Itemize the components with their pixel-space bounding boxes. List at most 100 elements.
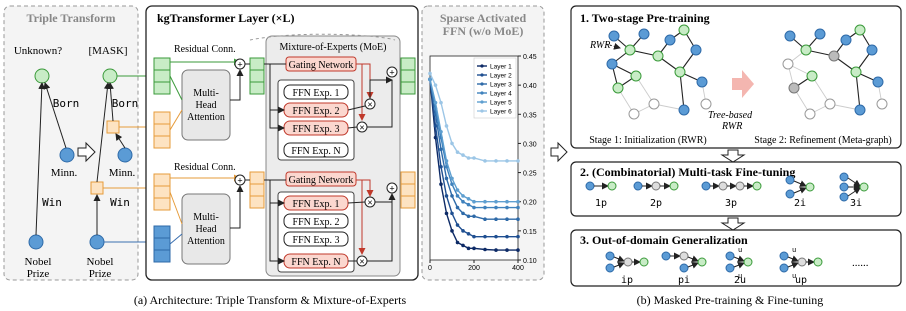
y-tick-label: 0.30: [523, 141, 537, 148]
data-point: [455, 150, 460, 154]
minn-node-left: [59, 147, 75, 163]
union-label: u: [792, 246, 796, 254]
task-node: [697, 257, 707, 267]
graph-node: [628, 108, 640, 120]
nobel-node-left: [28, 234, 44, 250]
token-stack-top-orange: [153, 111, 171, 149]
data-point: [483, 247, 487, 252]
chart-panel: Sparse Activated FFN (w/o MoE) 0.450.400…: [421, 5, 545, 281]
task-node: [785, 175, 795, 185]
tree-rwr-label-1: Tree-based: [708, 110, 753, 121]
task-node: [661, 251, 671, 261]
task-edge: [847, 187, 861, 197]
token-stack-out-top: [400, 57, 416, 95]
data-point: [461, 211, 465, 216]
task-edge: [687, 261, 699, 269]
chart-title-line1: Sparse Activated: [440, 11, 527, 25]
residual-label-top: Residual Conn.: [174, 44, 236, 55]
data-point: [494, 199, 498, 204]
legend-entry: Layer 6: [490, 109, 512, 116]
caption-a: (a) Architecture: Triple Transform & Mix…: [134, 293, 407, 307]
data-point: [466, 197, 471, 201]
finetune-panel: 2. (Combinatorial) Multi-task Fine-tunin…: [570, 161, 902, 217]
nobel-label-right-2: Prize: [89, 268, 112, 280]
data-point: [450, 194, 454, 198]
data-point: [439, 147, 443, 152]
mha-top-l3: Attention: [187, 112, 225, 123]
graph-node: [806, 70, 818, 82]
task-node: [752, 181, 762, 191]
task-edge: [687, 255, 699, 263]
data-point: [444, 176, 449, 181]
task-node: [585, 181, 595, 191]
section1-title: 1. Two-stage Pre-training: [580, 11, 710, 25]
graph-node: [674, 66, 686, 78]
graph-node: [696, 76, 708, 88]
minn-label-right: Minn.: [109, 167, 136, 179]
data-point: [461, 229, 465, 233]
data-point: [494, 205, 498, 210]
legend-marker: [480, 64, 484, 68]
stage-arrow-icon: [732, 70, 754, 98]
data-point: [466, 231, 471, 236]
token-stack-out-bottom: [400, 171, 416, 209]
graph-node: [648, 98, 660, 110]
data-point: [439, 164, 443, 169]
moe-title: Mixture-of-Experts (MoE): [280, 42, 387, 53]
graph-node: [788, 82, 800, 94]
data-point: [483, 234, 487, 239]
graph-node: [690, 44, 702, 56]
pretraining-panel: 1. Two-stage Pre-training RWR Tree-based…: [570, 5, 902, 149]
ffn-exp1-top: [283, 84, 349, 100]
y-tick-label: 0.15: [523, 229, 537, 236]
win-box: [90, 181, 104, 195]
ffn3-label-bottom: FFN Exp. 3: [293, 235, 340, 246]
task-label: 2u: [734, 275, 746, 286]
task-node: [605, 251, 615, 261]
triple-title: Triple Transform: [27, 11, 116, 25]
legend-marker: [480, 91, 484, 95]
data-point: [483, 199, 487, 204]
task-node: [859, 182, 869, 192]
token-stack-bottom-orange: [153, 173, 171, 211]
legend-marker: [480, 73, 484, 77]
graph-node: [608, 30, 620, 42]
data-point: [516, 217, 520, 221]
mha-bottom-l2: Head: [195, 224, 216, 235]
stage2-graph: [782, 24, 888, 120]
add-circle-top-out: [386, 66, 398, 78]
data-point: [455, 188, 460, 192]
data-point: [455, 194, 460, 198]
data-point: [439, 182, 443, 187]
stage2-label: Stage 2: Refinement (Meta-graph): [754, 135, 891, 146]
legend-entry: Layer 2: [490, 73, 512, 80]
data-point: [516, 234, 520, 239]
task-node: [779, 251, 789, 261]
stage1-label: Stage 1: Initialization (RWR): [589, 135, 706, 146]
data-point: [466, 156, 471, 160]
mask-label: [MASK]: [88, 45, 127, 57]
ffnN-label-top: FFN Exp. N: [291, 146, 340, 157]
graph-node: [854, 104, 866, 116]
task-node: [639, 257, 649, 267]
graph-node: [804, 108, 816, 120]
unknown-label: Unknown?: [14, 45, 62, 57]
data-point: [505, 205, 509, 210]
x-tick-label: 400: [512, 265, 524, 272]
task-node: [607, 181, 617, 191]
task-node: [701, 181, 711, 191]
task-label: 3p: [725, 198, 737, 209]
task-node: [725, 263, 735, 273]
data-point: [444, 211, 449, 216]
task-node: [813, 257, 823, 267]
nobel-label-left-1: Nobel: [25, 256, 52, 268]
kg-title: kgTransformer Layer (×L): [157, 11, 294, 25]
data-point: [444, 159, 449, 163]
kgtransformer-layer: kgTransformer Layer (×L) Residual Conn. …: [145, 5, 419, 281]
task-node: [839, 172, 849, 182]
y-tick-label: 0.35: [523, 112, 537, 119]
data-point: [516, 159, 520, 163]
data-point: [450, 182, 454, 187]
token-stack-mid-top: [249, 57, 265, 95]
graph-node: [872, 76, 884, 88]
